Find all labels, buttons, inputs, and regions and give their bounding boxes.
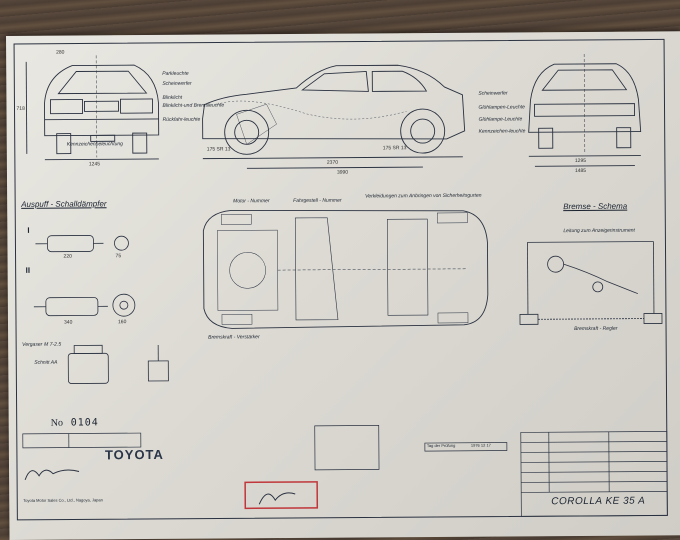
brake-title: Bremse - Schema (563, 201, 628, 212)
title-block (22, 425, 668, 517)
carb-title: Vergaser (22, 341, 43, 348)
brake-label-reg: Bremskraft - Regler (574, 325, 618, 333)
note-front-1: Scheinwerfer (162, 80, 192, 87)
carb-note: Schnitt AA (34, 359, 58, 366)
exhaust-dim-i-a: 220 (63, 253, 72, 260)
serial-number: 0104 (70, 417, 99, 429)
dim-front-bottom: 1245 (88, 161, 101, 168)
side-view (202, 64, 466, 169)
note-front-2: Blinklicht (162, 94, 183, 101)
exhaust-drawings (33, 235, 136, 317)
dim-wheelbase: 2370 (326, 159, 339, 166)
dim-rear-width: 1485 (574, 167, 587, 175)
dim-front-top: 280 (56, 49, 65, 56)
front-view (25, 55, 160, 161)
brand-label: TOYOTA (104, 446, 164, 463)
top-view (202, 209, 489, 329)
exhaust-dim-ii-b: 160 (117, 319, 127, 326)
note-front-5: Kennzeichenbeleuchtung (66, 141, 123, 148)
note-rear-3: Kennzeichen-leuchte (478, 128, 526, 135)
tire-label-rear: 175 SR 13 (382, 145, 407, 152)
tire-label-front: 175 SR 13 (206, 146, 231, 153)
brake-schema (519, 241, 663, 325)
carburetor-drawings (67, 344, 169, 384)
note-rear-0: Scheinwerfer (478, 90, 508, 97)
note-front-4: Rückfahr-leuchte (162, 116, 201, 123)
exhaust-section-i: I (27, 225, 30, 235)
dim-front-side: 718 (16, 105, 25, 112)
note-rear-2: Glühlampe-Leuchte (478, 116, 523, 123)
note-front-0: Parkleuchte (162, 70, 189, 77)
exhaust-section-ii: II (25, 265, 31, 275)
note-front-3: Blinklicht-und Bremsleuchte (162, 102, 225, 109)
exhaust-dim-ii-a: 340 (63, 319, 73, 326)
top-label-1: Fahrgestell - Nummer (293, 197, 342, 204)
red-stamp (244, 481, 319, 510)
top-label-2: Verkleidungen zum Anbringen von Sicherhe… (365, 192, 482, 200)
exhaust-dim-i-b: 75 (115, 253, 122, 260)
note-rear-1: Glühlampen-Leuchte (478, 104, 525, 111)
exhaust-title: Auspuff - Schalldämpfer (21, 199, 107, 209)
dim-rear-track: 1295 (574, 157, 587, 165)
rear-view (528, 53, 642, 167)
serial-label: No (50, 417, 63, 429)
company-small-print: Toyota Motor Sales Co., Ltd., Nagoya, Ja… (23, 497, 103, 503)
brake-label-line: Leitung zum Anzeigerinstrument (563, 227, 635, 235)
carb-model: M 7-2.5 (44, 341, 62, 348)
blueprint-sheet: 280 718 1245 2370 3990 1295 1485 Parkleu… (6, 31, 680, 540)
date-value: 1976 12 17 (470, 442, 491, 448)
top-label-0: Motor - Nummer (233, 198, 270, 205)
booster-label: Bremskraft - Verstärker (208, 334, 260, 341)
signature (24, 469, 80, 481)
model-code: COROLLA KE 35 A (551, 495, 646, 508)
date-label: Tag der Prüfung (426, 442, 456, 449)
dim-overall: 3990 (336, 169, 349, 176)
blueprint-lines (13, 38, 668, 521)
